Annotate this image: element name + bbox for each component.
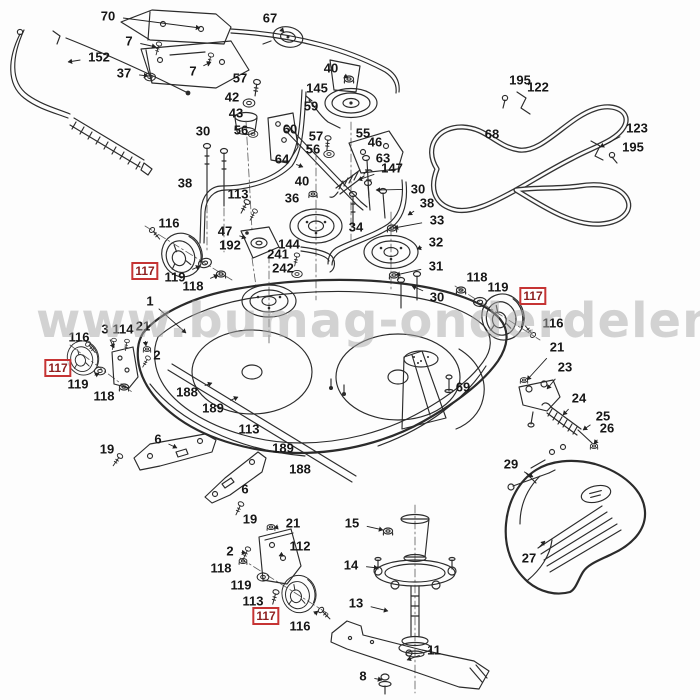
leader-line bbox=[523, 471, 534, 478]
leader-line bbox=[140, 43, 157, 49]
leader-line bbox=[313, 610, 319, 616]
leader-line bbox=[109, 339, 115, 349]
leader-line bbox=[168, 443, 178, 449]
leader-line bbox=[279, 27, 285, 33]
leader-line bbox=[67, 58, 81, 65]
blade-bolt-8 bbox=[378, 673, 392, 695]
leader-line bbox=[562, 408, 569, 416]
engagement-bracket-70 bbox=[120, 9, 400, 94]
leader-line bbox=[142, 340, 149, 347]
leader-line bbox=[395, 268, 422, 277]
leader-line bbox=[374, 676, 383, 682]
deck-bolt-69 bbox=[444, 374, 454, 394]
belt-keeper-123 bbox=[590, 140, 604, 161]
leader-line bbox=[192, 265, 201, 271]
chute-hardware bbox=[507, 377, 599, 491]
leader-line bbox=[546, 378, 556, 390]
leader-line bbox=[526, 357, 548, 381]
wheel-rear-left-assembly bbox=[63, 336, 152, 393]
leader-lines bbox=[67, 17, 621, 682]
leader-line bbox=[393, 222, 423, 230]
leader-line bbox=[343, 73, 349, 79]
blade-11 bbox=[330, 620, 490, 695]
leader-line bbox=[366, 525, 384, 532]
chute-27 bbox=[504, 459, 647, 595]
belt-screw-195-right bbox=[608, 151, 618, 164]
chute-pin-29 bbox=[507, 469, 556, 491]
hanger-brackets-6 bbox=[110, 433, 267, 517]
chute-bracket-23 bbox=[518, 379, 561, 412]
leader-line bbox=[375, 187, 403, 193]
leader-line bbox=[158, 308, 187, 334]
lift-cable-assembly bbox=[10, 28, 191, 176]
idler-pulley-145 bbox=[305, 75, 378, 241]
leader-line bbox=[273, 524, 279, 530]
leader-line bbox=[370, 606, 389, 613]
leader-line bbox=[139, 72, 149, 79]
lift-rods-left bbox=[199, 89, 307, 253]
leader-line bbox=[593, 439, 599, 445]
deck-pulley bbox=[241, 254, 297, 346]
pulley-36 bbox=[289, 151, 343, 301]
bracket-47-192 bbox=[240, 226, 335, 287]
wheel-bottom-assembly bbox=[238, 523, 333, 622]
leader-line bbox=[203, 61, 212, 67]
idler-bracket-55 bbox=[323, 130, 404, 199]
leader-line bbox=[204, 381, 213, 387]
leader-line bbox=[539, 540, 546, 548]
wheel-right-assembly bbox=[454, 285, 541, 345]
pulley-32 bbox=[363, 211, 419, 291]
leader-line bbox=[230, 396, 239, 402]
wheel-front-left-assembly bbox=[144, 225, 233, 284]
leader-line bbox=[599, 136, 621, 148]
leader-line bbox=[210, 274, 219, 280]
leader-line bbox=[411, 285, 424, 292]
belt-screw-195-left bbox=[501, 94, 509, 109]
leader-line bbox=[278, 551, 284, 557]
leader-line bbox=[582, 424, 591, 431]
belt-keeper-122 bbox=[516, 91, 531, 115]
leader-line bbox=[239, 234, 247, 240]
leader-line bbox=[123, 17, 201, 31]
leader-line bbox=[241, 549, 247, 556]
belt-68 bbox=[429, 91, 632, 227]
deck-shell bbox=[136, 278, 508, 483]
leader-line bbox=[406, 654, 420, 662]
leader-line bbox=[407, 210, 415, 216]
leader-line bbox=[416, 245, 422, 251]
leader-line bbox=[366, 564, 379, 571]
lift-rods-right bbox=[327, 179, 422, 309]
spindle-assembly bbox=[373, 504, 457, 694]
leader-line bbox=[357, 173, 375, 182]
leader-line bbox=[94, 372, 100, 378]
idler-disc-67 bbox=[262, 26, 304, 48]
chute-logo bbox=[580, 484, 612, 504]
leader-line bbox=[296, 162, 304, 169]
chute-rod-25 bbox=[577, 429, 593, 444]
